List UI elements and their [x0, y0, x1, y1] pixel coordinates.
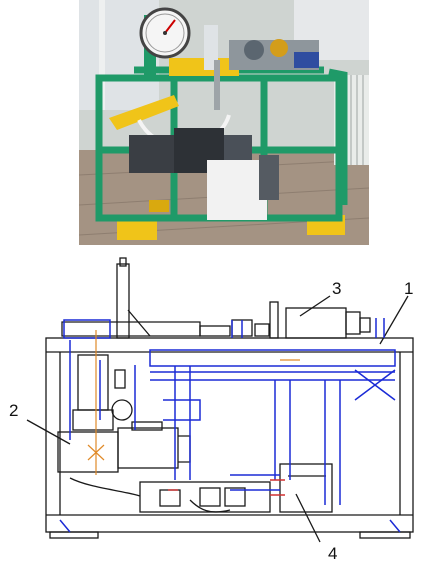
- technical-drawing: [26, 257, 414, 543]
- unit-4-tank: [279, 463, 333, 513]
- leader-2: [26, 419, 71, 445]
- gauge-2: [111, 399, 133, 421]
- top-mechanism: [204, 25, 319, 70]
- foot-right: [359, 531, 411, 539]
- blue-structure: [59, 318, 401, 533]
- vertical-rod: [214, 60, 220, 110]
- callout-1: 1: [404, 279, 414, 298]
- hydraulic-block: [139, 481, 271, 513]
- pressure-gauge: [139, 7, 191, 59]
- callout-4: 4: [328, 544, 338, 563]
- motor-pump: [129, 128, 279, 220]
- yellow-beam: [109, 95, 179, 130]
- test-stand-photo: [79, 0, 369, 245]
- stand-frame: [45, 337, 414, 533]
- foot-left: [49, 531, 99, 539]
- callout-3: 3: [332, 279, 342, 298]
- leader-3: [299, 295, 331, 317]
- orange-markings: [87, 330, 300, 475]
- top-shaft: [61, 321, 201, 337]
- leader-4: [295, 493, 321, 543]
- left-cylinder: [77, 354, 109, 411]
- vertical-post: [116, 263, 130, 339]
- callout-2: 2: [9, 401, 19, 420]
- unit-2-body: [57, 431, 119, 473]
- red-accents: [168, 479, 285, 496]
- unit-3-body: [285, 307, 347, 339]
